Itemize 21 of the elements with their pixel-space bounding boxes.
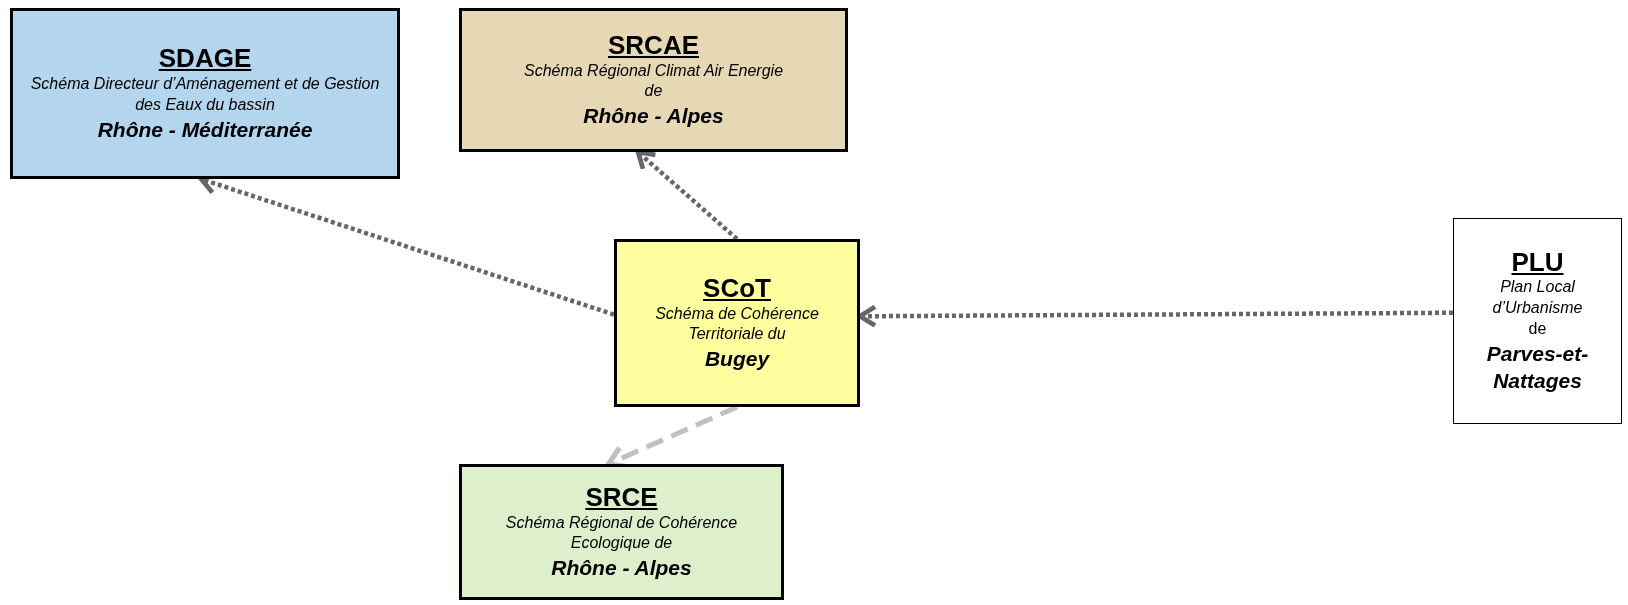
territory-name: Rhône - Méditerranée — [97, 116, 313, 143]
plan-description: Schéma de Cohérence Territoriale du — [654, 303, 820, 345]
plan-box — [1453, 218, 1622, 424]
plan-description: de — [1528, 319, 1547, 340]
plan-acronym: SCoT — [703, 273, 771, 304]
plan-acronym: SDAGE — [158, 44, 252, 74]
plan-description: Schéma Directeur d’Aménagement et de Gestion des Eaux du bassin — [29, 74, 381, 115]
plan-acronym: SRCAE — [608, 30, 699, 61]
territory-name: Bugey — [704, 346, 770, 373]
territory-name: Parves-et-Nattages — [1485, 340, 1590, 395]
plan-box — [459, 464, 784, 600]
plan-box — [614, 239, 860, 407]
plan-acronym: SRCE — [585, 482, 658, 513]
plan-description: Schéma Régional Climat Air Energie — [523, 60, 784, 81]
plan-box — [459, 8, 848, 152]
plan-description: Schéma Régional de Cohérence Ecologique de — [504, 512, 739, 554]
plan-acronym: PLU — [1511, 247, 1564, 278]
plan-description: de — [644, 81, 663, 102]
plan-box — [10, 8, 400, 179]
territory-name: Rhône - Alpes — [583, 103, 724, 130]
territory-name: Rhône - Alpes — [551, 555, 692, 582]
